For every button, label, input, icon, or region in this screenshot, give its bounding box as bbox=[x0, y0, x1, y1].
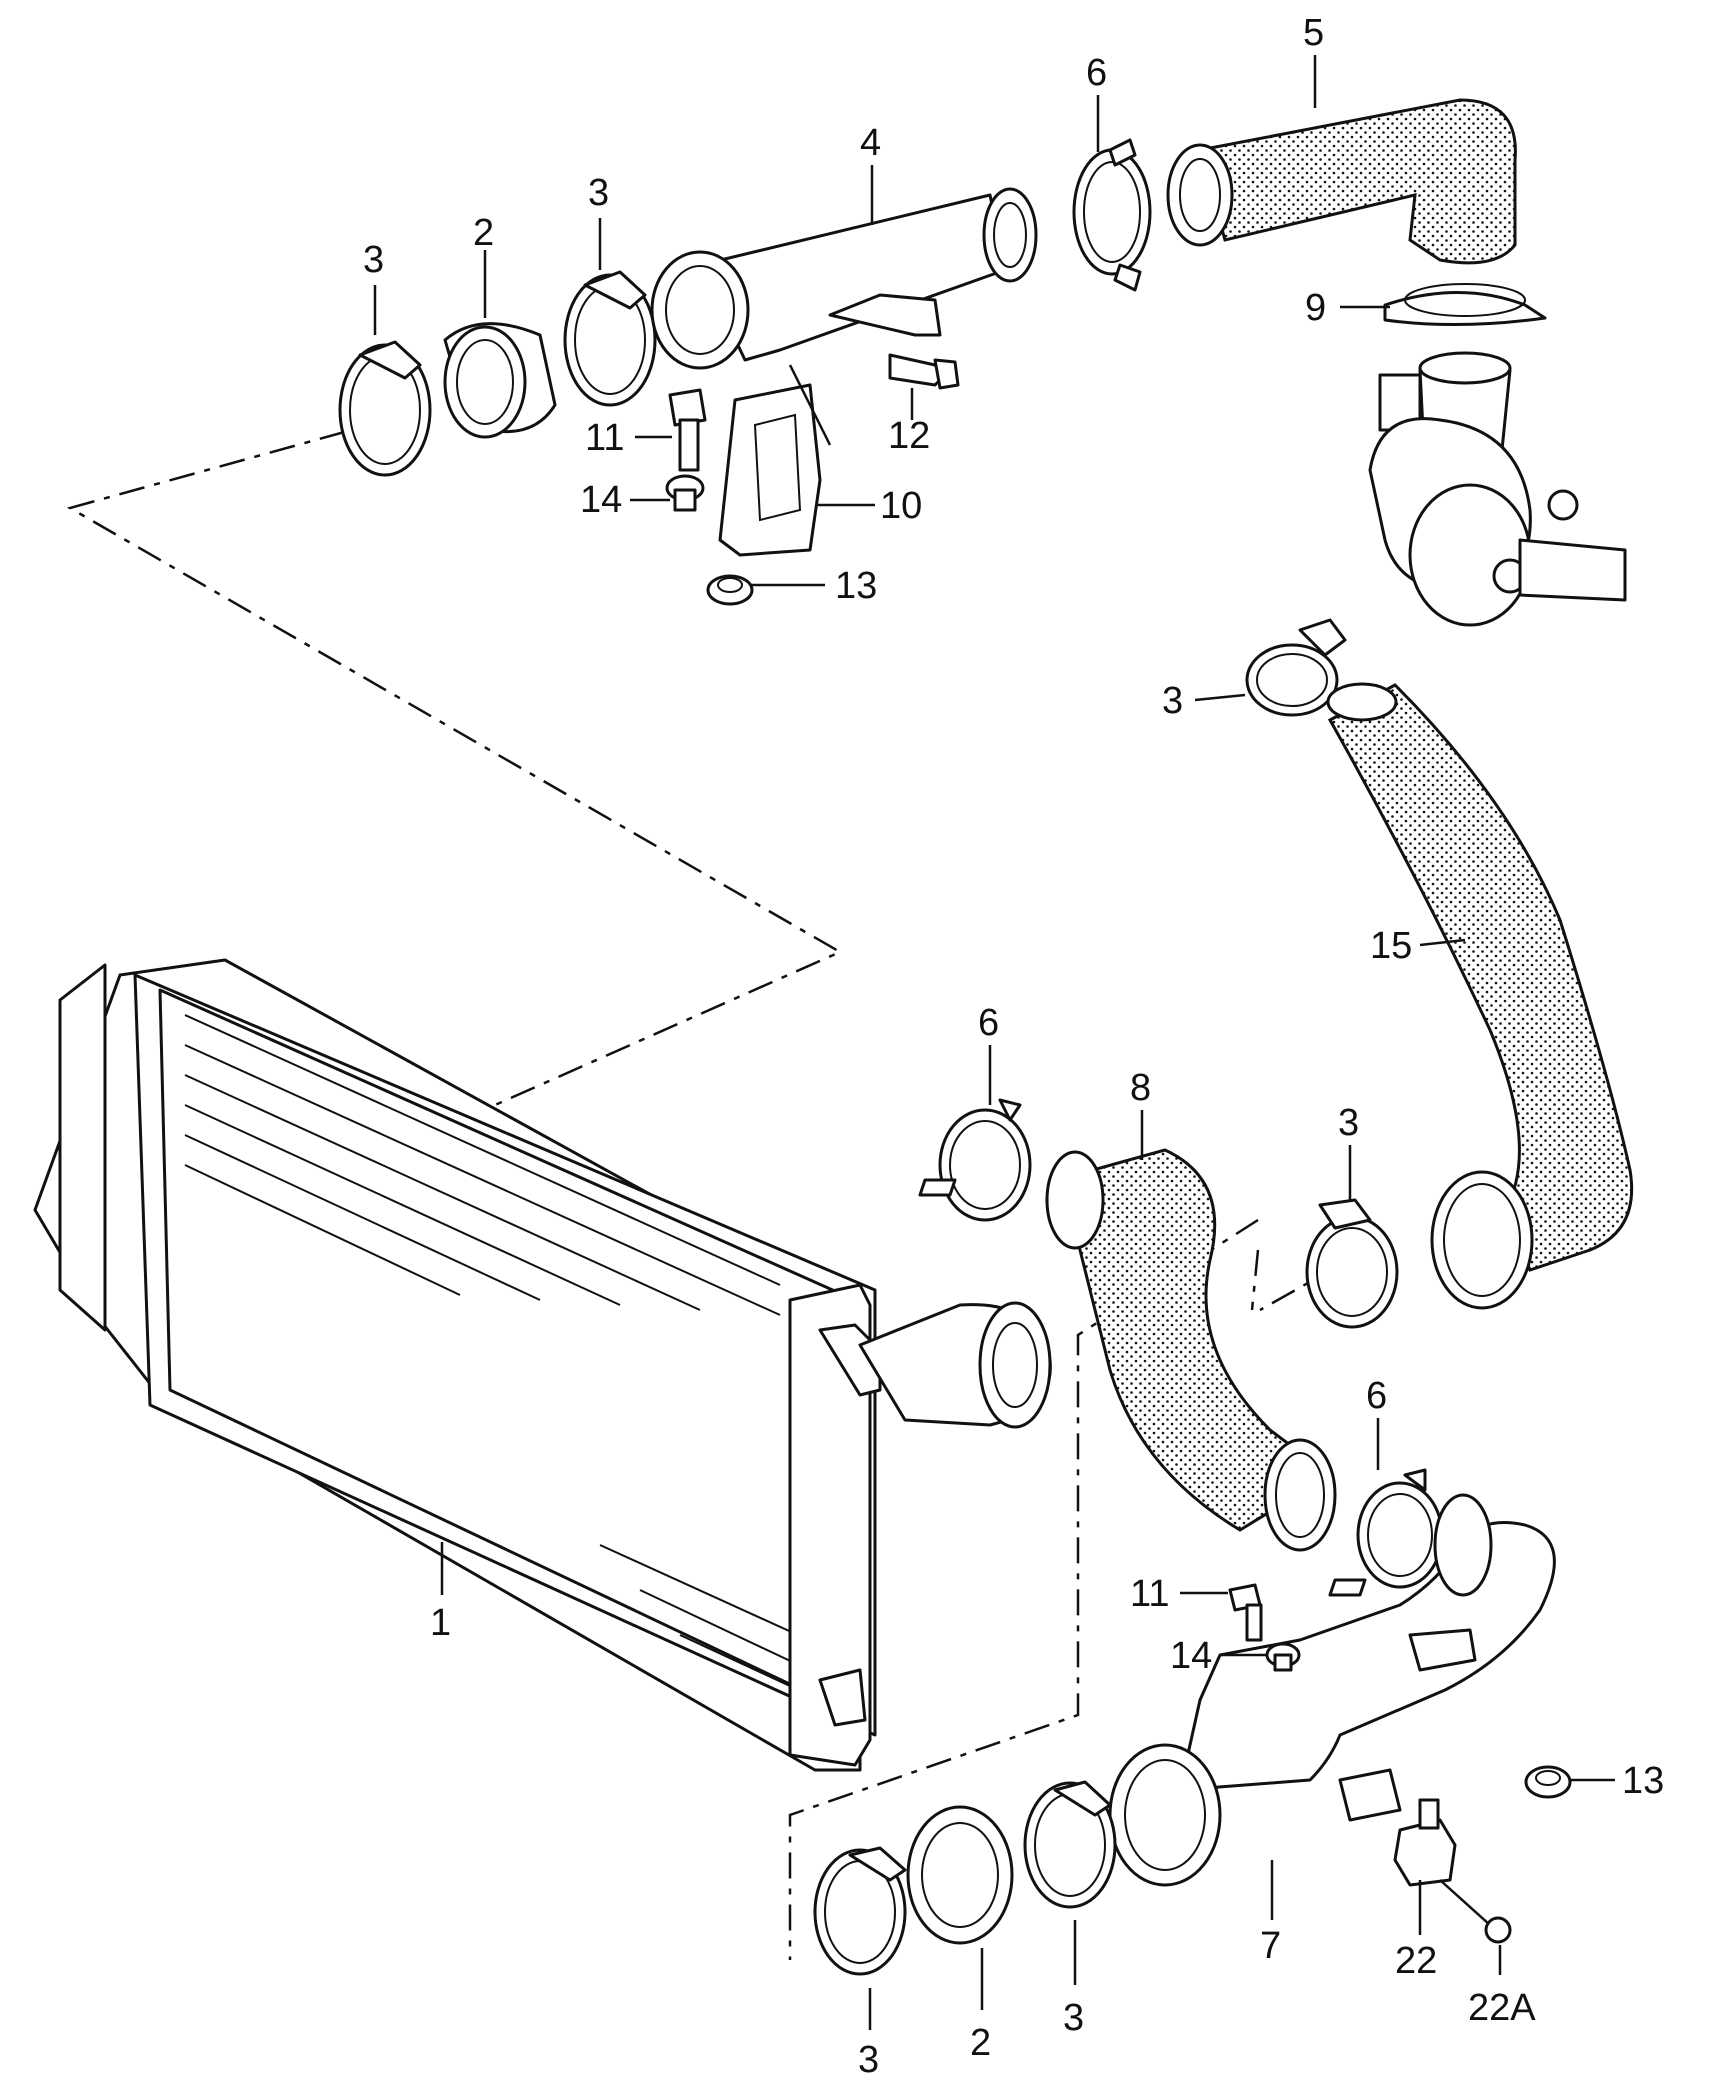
hose-clamp-part-3-bottom-left bbox=[813, 1846, 907, 1976]
callout-7: 7 bbox=[1260, 1925, 1281, 1967]
sleeve-part-2-top bbox=[443, 322, 557, 439]
callout-3-right: 3 bbox=[1162, 680, 1183, 722]
clamp-part-9 bbox=[1383, 283, 1547, 327]
callout-2-top: 2 bbox=[473, 212, 494, 254]
callout-6-mid: 6 bbox=[978, 1002, 999, 1044]
callout-5: 5 bbox=[1303, 12, 1324, 54]
hose-part-15 bbox=[1326, 682, 1634, 1310]
spring-clamp-part-6-low bbox=[1328, 1468, 1444, 1597]
callout-10: 10 bbox=[880, 485, 922, 527]
nut-part-13-top bbox=[706, 574, 754, 606]
callout-11-top: 11 bbox=[585, 417, 624, 459]
callout-8: 8 bbox=[1130, 1067, 1151, 1109]
washer-part-14-low bbox=[1265, 1642, 1301, 1672]
callout-22a: 22A bbox=[1468, 1987, 1536, 2029]
callout-14-top: 14 bbox=[580, 479, 622, 521]
intercooler-fins bbox=[184, 1014, 821, 1701]
nut-part-13-low bbox=[1524, 1765, 1572, 1799]
callout-13-top: 13 bbox=[835, 565, 877, 607]
bolt-part-22a bbox=[1439, 1879, 1512, 1944]
callout-3-bottom-right: 3 bbox=[1063, 1997, 1084, 2039]
callout-22: 22 bbox=[1395, 1940, 1437, 1982]
hose-clamp-part-3-bottom-right bbox=[1023, 1780, 1117, 1909]
leader-lines bbox=[373, 55, 1615, 2030]
callout-13-low: 13 bbox=[1622, 1760, 1664, 1802]
bracket-part-10 bbox=[718, 364, 832, 557]
callout-6-low: 6 bbox=[1366, 1375, 1387, 1417]
callout-15: 15 bbox=[1370, 925, 1412, 967]
callout-3-top-right: 3 bbox=[588, 172, 609, 214]
callout-labels: 1 2 3 3 4 5 6 9 10 11 12 13 14 3 15 6 8 … bbox=[363, 12, 1664, 2081]
callout-2-bottom: 2 bbox=[970, 2022, 991, 2064]
callout-6-top: 6 bbox=[1086, 52, 1107, 94]
callout-14-low: 14 bbox=[1170, 1635, 1212, 1677]
pipe-part-7 bbox=[1108, 1493, 1556, 1887]
hose-clamp-part-3-right bbox=[1245, 618, 1347, 717]
hose-clamp-part-3-top-left bbox=[338, 340, 432, 477]
callout-11-low: 11 bbox=[1130, 1573, 1169, 1615]
callout-3-top-left: 3 bbox=[363, 239, 384, 281]
spring-clamp-part-6-mid bbox=[918, 1098, 1032, 1222]
hose-clamp-part-3-top-right bbox=[563, 270, 657, 407]
washer-part-14-top bbox=[665, 474, 705, 512]
sleeve-part-2-bottom bbox=[906, 1805, 1014, 1945]
hose-clamp-part-3-mid bbox=[1305, 1198, 1399, 1329]
bolt-part-11-top bbox=[668, 388, 707, 472]
turbocharger bbox=[1368, 351, 1627, 627]
callout-4: 4 bbox=[860, 122, 881, 164]
sensor-part-22 bbox=[1393, 1798, 1457, 1887]
hose-part-8 bbox=[1045, 1148, 1337, 1552]
bolt-part-11-low bbox=[1228, 1583, 1263, 1642]
callout-12: 12 bbox=[888, 415, 930, 457]
bolt-part-12 bbox=[888, 353, 960, 390]
intercooler-part-1 bbox=[33, 958, 1052, 1772]
spring-clamp-part-6-top bbox=[1072, 138, 1152, 292]
callout-9: 9 bbox=[1305, 287, 1326, 329]
charge-pipe-part-4 bbox=[650, 187, 1038, 370]
callout-3-mid: 3 bbox=[1338, 1102, 1359, 1144]
callout-1: 1 bbox=[430, 1602, 451, 1644]
hose-part-5 bbox=[1166, 98, 1517, 265]
callout-3-bottom-left: 3 bbox=[858, 2039, 879, 2081]
